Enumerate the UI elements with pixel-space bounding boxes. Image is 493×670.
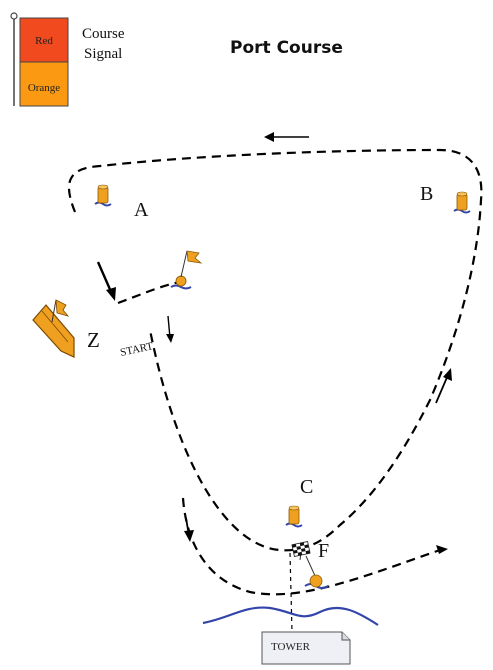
arrow-finish-right — [436, 545, 448, 554]
arrow-start-down — [166, 315, 174, 343]
red-flag-label: Red — [35, 35, 53, 47]
tower-icon — [261, 631, 351, 665]
arrow-bottom-left-down — [184, 517, 194, 542]
marker-z-label: Z — [87, 328, 100, 352]
marker-c-label: C — [300, 476, 313, 498]
marker-a-label: A — [134, 199, 149, 221]
shoreline-wave — [202, 606, 379, 626]
page-title: Port Course — [230, 38, 343, 58]
start-flag-buoy-icon — [170, 250, 203, 290]
buoy-a-icon — [94, 184, 112, 207]
tower-label: TOWER — [271, 641, 311, 653]
finish-buoy-icon — [304, 574, 329, 589]
checkered-flag-icon — [291, 540, 317, 579]
flag-pole-knob — [10, 12, 18, 20]
arrow-down-left — [96, 261, 116, 301]
finish-path — [181, 497, 441, 596]
orange-flag-section — [19, 61, 69, 107]
arrow-right-up — [435, 368, 452, 404]
course-path-main — [67, 148, 483, 552]
buoy-c-icon — [285, 505, 303, 528]
course-signal: Red Orange Course Signal — [10, 12, 125, 107]
marker-b-label: B — [420, 183, 433, 205]
arrow-top-left — [264, 132, 309, 142]
committee-boat-icon — [32, 299, 75, 358]
start-line-segment — [117, 280, 181, 305]
course-signal-label-line2: Signal — [84, 46, 122, 62]
tower-sightline — [289, 552, 293, 633]
start-label: START — [119, 340, 154, 359]
orange-flag-label: Orange — [28, 82, 60, 94]
marker-f-label: F — [318, 540, 329, 562]
course-signal-label-line1: Course — [82, 26, 125, 42]
buoy-b-icon — [453, 191, 471, 214]
